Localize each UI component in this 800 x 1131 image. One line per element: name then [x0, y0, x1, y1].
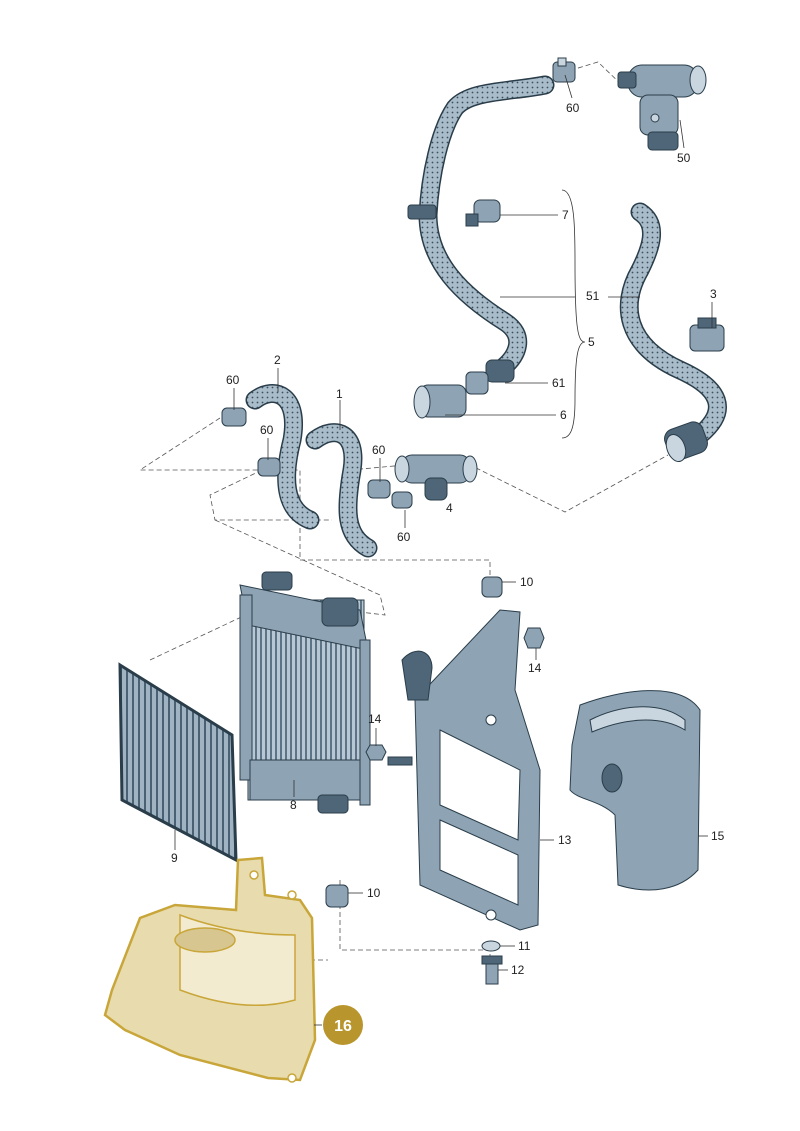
air-duct: [569, 690, 701, 891]
highlight-badge-16: 16: [323, 1005, 363, 1045]
leader-lines: [174, 74, 713, 1026]
hose-connector-parts: [413, 359, 515, 419]
callout-7: 7: [562, 208, 569, 222]
callout-3: 3: [710, 287, 717, 301]
hose-2: [245, 384, 320, 530]
coolant-valve: [617, 64, 707, 151]
callout-9: 9: [171, 851, 178, 865]
callout-50: 50: [677, 151, 691, 165]
callout-labels: 60 50 7 51 3 5 2 60 1 60 61 6 60 4 60 10…: [171, 101, 725, 977]
callout-5: 5: [588, 335, 595, 349]
callout-14-right: 14: [528, 661, 542, 675]
t-connector: [394, 454, 478, 501]
callout-8: 8: [290, 798, 297, 812]
callout-12: 12: [511, 963, 525, 977]
callout-1: 1: [336, 387, 343, 401]
callout-13: 13: [558, 833, 572, 847]
callout-51: 51: [586, 289, 600, 303]
hose-clips-small: [221, 407, 413, 509]
callout-10-bottom: 10: [367, 886, 381, 900]
callout-60-right: 60: [372, 443, 386, 457]
callout-61: 61: [552, 376, 566, 390]
radiator-grille: [118, 662, 238, 863]
callout-15: 15: [711, 829, 725, 843]
hose-clip-top: [552, 57, 576, 83]
callout-2: 2: [274, 353, 281, 367]
callout-11: 11: [518, 939, 531, 953]
fasteners: [325, 576, 545, 985]
callout-4: 4: [446, 501, 453, 515]
callout-60-mid: 60: [260, 423, 274, 437]
callout-60-bottom: 60: [397, 530, 411, 544]
callout-16: 16: [334, 1018, 352, 1035]
callout-10-top: 10: [520, 575, 534, 589]
callout-6: 6: [560, 408, 567, 422]
air-guide-highlighted: [103, 856, 317, 1083]
hose-1: [305, 423, 378, 558]
hose-clip-right: [689, 317, 725, 352]
hose-clamp-holder: [407, 199, 501, 227]
callout-60-left: 60: [226, 373, 240, 387]
upper-coolant-hose: [418, 75, 555, 380]
right-coolant-hose: [619, 202, 727, 463]
callout-14-left: 14: [368, 712, 382, 726]
callout-60-top: 60: [566, 101, 580, 115]
mounting-bracket: [401, 609, 541, 931]
radiator: [239, 571, 371, 814]
